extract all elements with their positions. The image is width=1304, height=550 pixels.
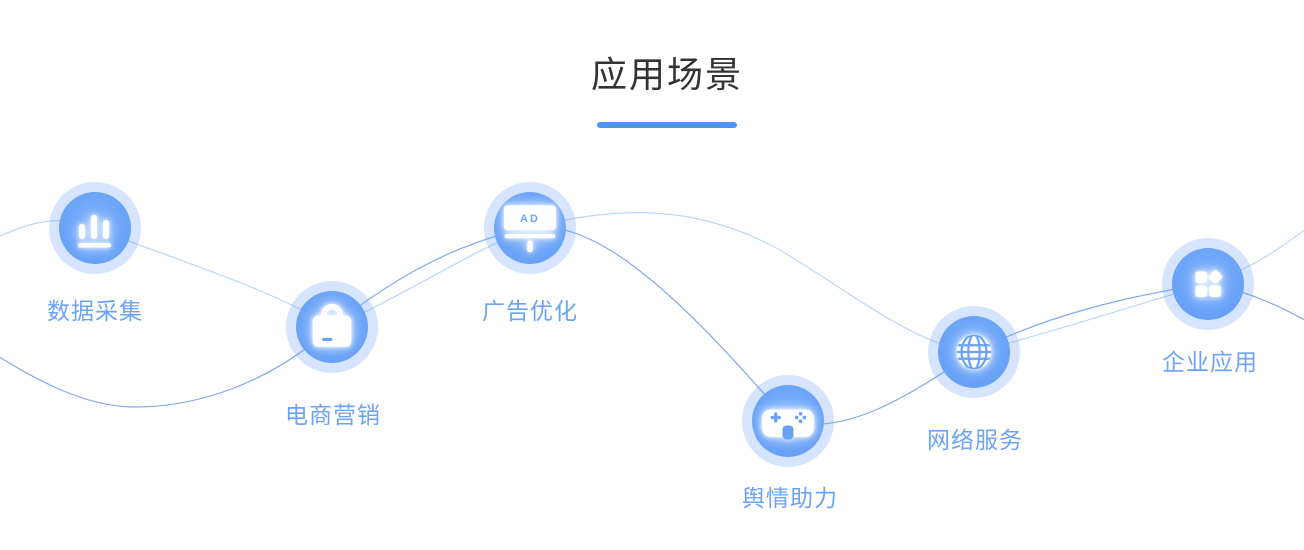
scene-label: 数据采集	[47, 298, 143, 324]
gamepad-icon	[762, 409, 814, 440]
scene-label: 电商营销	[285, 402, 381, 428]
app-grid-icon	[1195, 270, 1223, 297]
section-header: 应用场景	[591, 46, 743, 128]
icon-circle: AD	[494, 192, 566, 264]
scene-node-public-opinion	[742, 375, 834, 467]
shopping-bag-icon	[312, 303, 352, 347]
ad-billboard-text: AD	[520, 213, 540, 225]
ad-billboard-icon: AD	[504, 205, 556, 253]
scene-label: 网络服务	[927, 427, 1023, 453]
scene-label: 广告优化	[482, 298, 578, 324]
title-underline	[596, 122, 737, 128]
scene-node-ecommerce	[286, 281, 378, 373]
scene-node-data-collection	[49, 182, 141, 274]
page-title: 应用场景	[590, 54, 744, 95]
icon-circle	[752, 385, 824, 457]
scene-label: 舆情助力	[742, 485, 838, 511]
icon-circle	[296, 291, 368, 363]
bar-chart-icon	[78, 215, 111, 248]
icon-circle	[1172, 248, 1244, 320]
icon-circle	[938, 316, 1010, 388]
scene-label: 企业应用	[1162, 349, 1258, 375]
icon-circle	[59, 192, 131, 264]
scene-node-network-services	[928, 306, 1020, 398]
scene-node-ad-optimization: AD	[484, 182, 576, 274]
scene-node-enterprise-apps	[1162, 238, 1254, 330]
connector-line-light	[0, 212, 1304, 353]
connector-line-dark	[0, 226, 1304, 425]
globe-icon	[956, 334, 992, 370]
